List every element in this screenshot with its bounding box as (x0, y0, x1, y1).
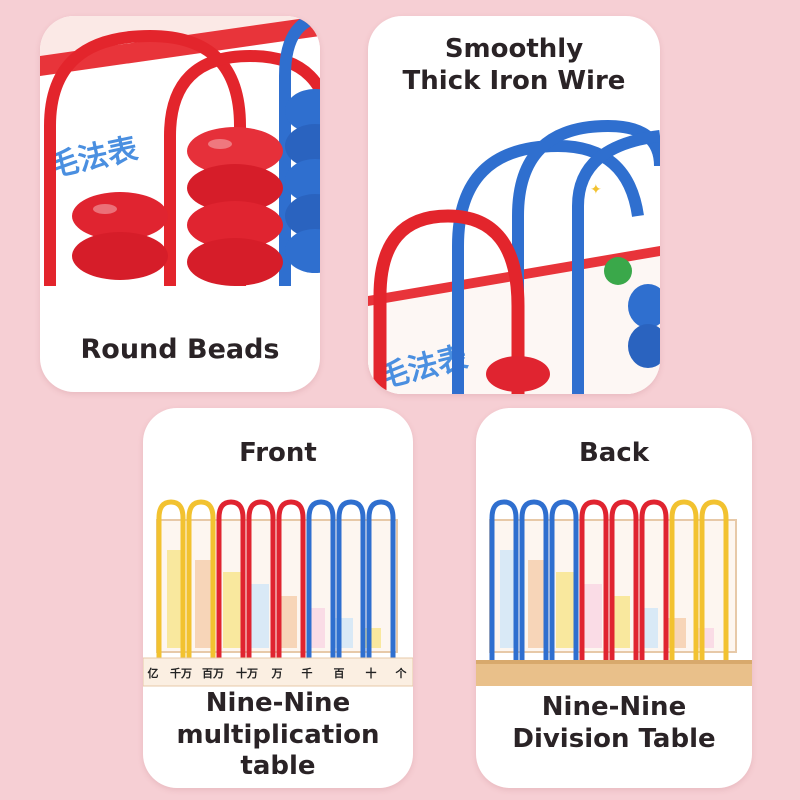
front-caption-line1: Nine-Nine (205, 688, 351, 718)
iron-wire-caption: Smoothly Thick Iron Wire (368, 34, 660, 97)
iron-wire-photo: 毛法表 ✦ (368, 106, 660, 394)
card-back: Back Nine-Nine Division Table (476, 408, 752, 788)
back-caption-line2: Division Table (512, 723, 716, 754)
back-caption: Nine-Nine Division Table (476, 692, 752, 755)
back-caption-line1: Nine-Nine (541, 692, 687, 722)
front-place-value-6: 百 (334, 667, 345, 680)
front-caption: Nine-Nine multiplication table (143, 688, 413, 783)
back-title: Back (578, 438, 650, 468)
front-place-value-2: 百万 (202, 667, 224, 680)
front-title: Front (239, 438, 317, 468)
front-caption-line2: multiplication table (176, 719, 380, 782)
iron-wire-caption-line1: Smoothly (444, 34, 584, 64)
round-beads-photo: 毛法表 (40, 16, 320, 286)
front-place-value-4: 万 (271, 667, 283, 680)
back-abacus-photo (476, 488, 752, 694)
front-abacus-photo: 亿 千万 百万 十万 万 千 百 十 个 (143, 488, 413, 694)
front-place-value-5: 千 (302, 666, 313, 680)
round-beads-caption: Round Beads (80, 334, 280, 365)
front-place-value-3: 十万 (236, 666, 258, 680)
front-place-value-1: 千万 (170, 666, 192, 680)
card-iron-wire: Smoothly Thick Iron Wire 毛法表 ✦ (368, 16, 660, 394)
front-place-value-8: 个 (395, 666, 408, 680)
front-place-value-7: 十 (366, 666, 377, 680)
svg-text:✦: ✦ (590, 182, 602, 198)
card-front: Front 亿 千万 百万 十万 万 (143, 408, 413, 788)
front-place-value-0: 亿 (148, 666, 159, 680)
card-round-beads: 毛法表 Round Beads (40, 16, 320, 392)
iron-wire-caption-line2: Thick Iron Wire (402, 65, 626, 96)
